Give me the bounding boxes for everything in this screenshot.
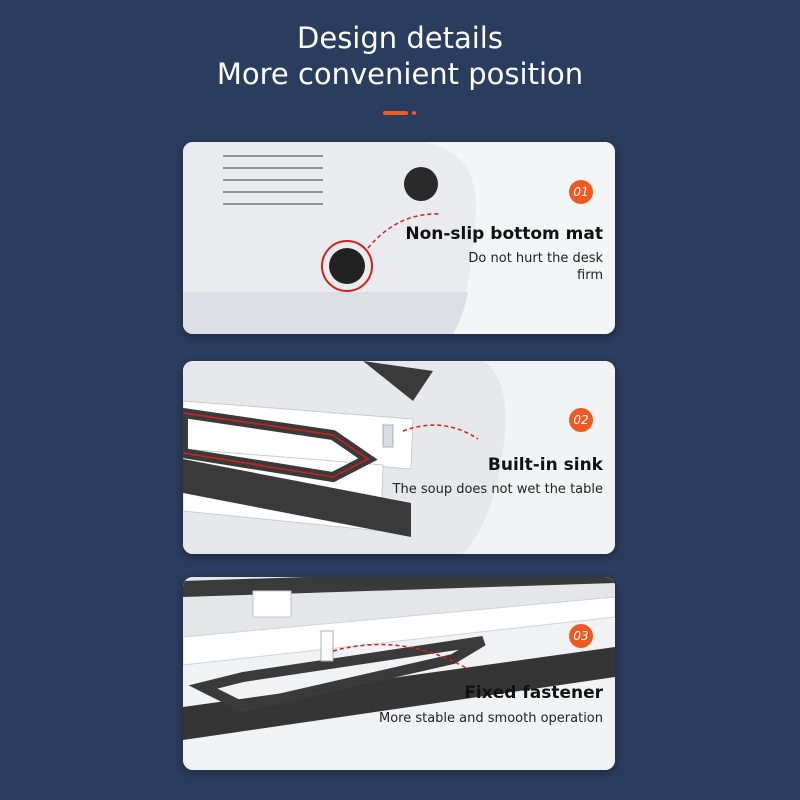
feature-title-fastener: Fixed fastener	[464, 683, 603, 703]
accent-dot	[412, 111, 416, 115]
gasket-strip-lower	[183, 459, 411, 537]
foot-pad-1	[404, 167, 438, 201]
heading-line-1: Design details	[297, 21, 503, 55]
feature-subtitle-fastener: More stable and smooth operation	[378, 711, 603, 726]
highlight-ring	[321, 240, 373, 292]
feature-subtitle-non-slip-2: firm	[577, 268, 603, 283]
feature-card-sink: 02 Built-in sink The soup does not wet t…	[183, 361, 615, 554]
feature-subtitle-sink: The soup does not wet the table	[392, 482, 603, 497]
fastener-illustration	[183, 577, 615, 770]
feature-number-03: 03	[569, 624, 593, 648]
feature-number-01: 01	[569, 180, 593, 204]
heading-line-2: More convenient position	[216, 57, 584, 91]
feature-card-fastener: 03 Fixed fastener More stable and smooth…	[183, 577, 615, 770]
feature-number-02: 02	[569, 408, 593, 432]
feature-subtitle-non-slip-1: Do not hurt the desk	[468, 251, 603, 266]
rail-strip	[183, 647, 615, 740]
product-bottom-illustration	[183, 142, 615, 334]
feature-title-non-slip: Non-slip bottom mat	[405, 224, 603, 244]
foot-pad-2	[329, 248, 365, 284]
feature-title-sink: Built-in sink	[487, 455, 603, 475]
feature-card-non-slip: 01 Non-slip bottom mat Do not hurt the d…	[183, 142, 615, 334]
fastener-clip	[320, 630, 334, 662]
sink-tray-illustration	[183, 361, 615, 554]
accent-bar	[383, 111, 408, 115]
